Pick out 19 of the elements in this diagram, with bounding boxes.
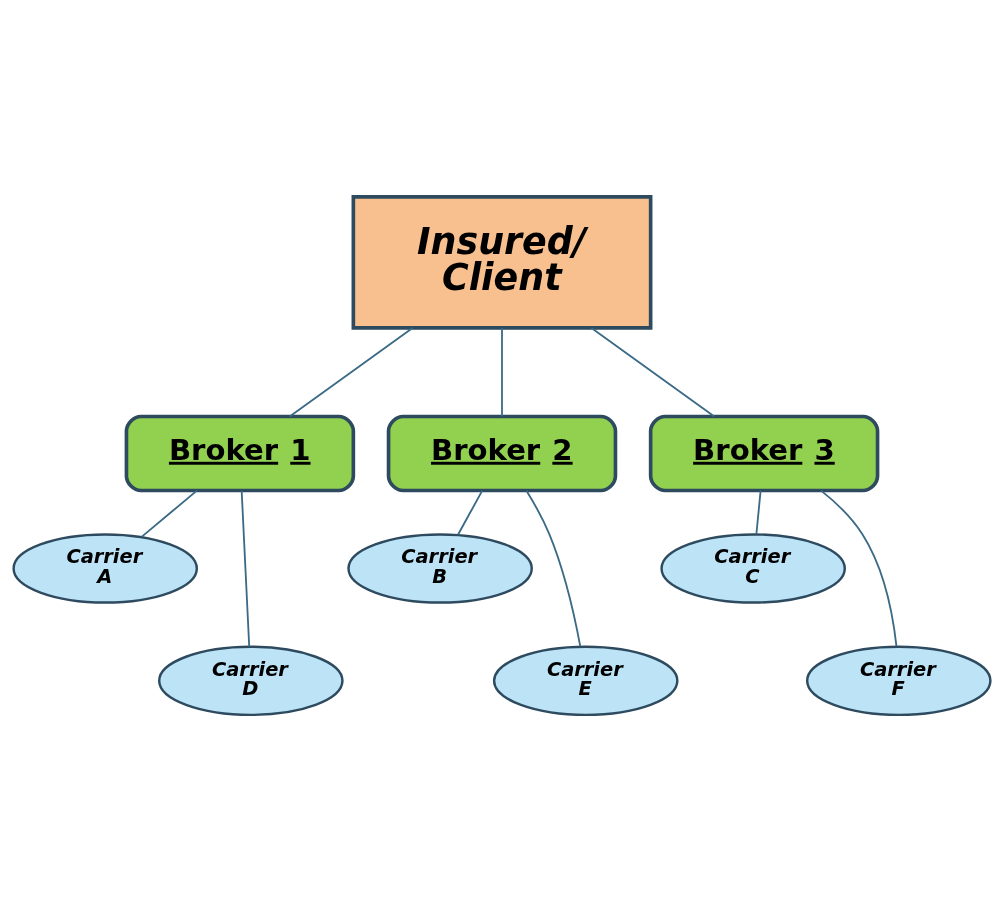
node-ellipse: Carrier E	[492, 645, 679, 716]
node-ellipse: Carrier C	[660, 532, 846, 604]
connector	[525, 489, 582, 647]
connector	[141, 489, 198, 538]
connector	[590, 326, 716, 417]
node-ellipse: Carrier D	[158, 645, 344, 716]
node-box: Insured/ Client	[351, 194, 653, 330]
connector	[501, 326, 503, 417]
connector	[288, 326, 414, 417]
node-ellipse: Carrier A	[12, 532, 199, 604]
node-box: Broker 3	[648, 414, 880, 492]
node-ellipse: Carrier B	[347, 532, 533, 604]
connector	[820, 489, 898, 647]
connector	[755, 489, 762, 535]
connector	[240, 489, 251, 647]
node-box: Broker 1	[124, 414, 356, 492]
connector	[457, 489, 484, 536]
node-ellipse: Carrier F	[805, 645, 992, 716]
node-box: Broker 2	[386, 414, 618, 492]
